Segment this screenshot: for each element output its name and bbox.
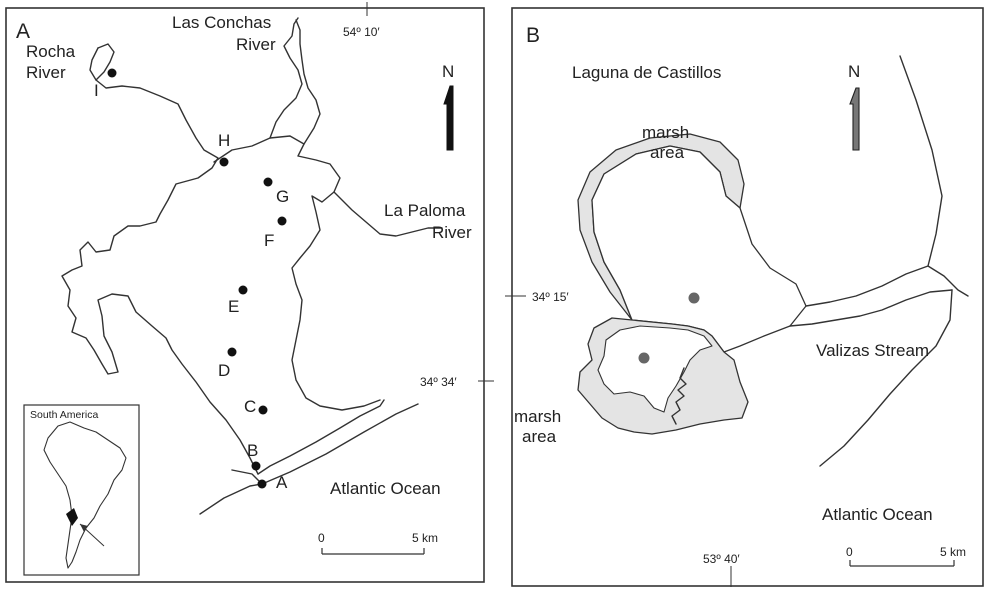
la-paloma-label-1: La Paloma — [384, 201, 466, 220]
north-label-a: N — [442, 62, 454, 81]
scale-bar-b: 0 5 km — [846, 545, 966, 567]
inner-lagoon-lower — [597, 325, 713, 413]
ocean-label-b: Atlantic Ocean — [822, 505, 933, 524]
marsh-lower-label-2: area — [522, 427, 557, 446]
la-paloma-river — [333, 191, 443, 237]
station-h-dot — [219, 157, 229, 167]
scale-a-end: 5 km — [412, 531, 438, 545]
lagoon-shoreline-east — [213, 135, 381, 411]
panel-b-map: B Laguna de Castillos 34º 15′ 53º 40′ ma… — [505, 7, 984, 587]
station-d-label: D — [218, 361, 230, 380]
site-dot-lower — [638, 352, 650, 364]
station-b-label: B — [247, 441, 258, 460]
panel-a-frame — [5, 7, 485, 583]
coord-label-left: 34º 15′ — [532, 290, 569, 304]
station-c-label: C — [244, 397, 256, 416]
rocha-river — [89, 47, 99, 81]
sampling-stations: A B C D E F G H I — [94, 68, 289, 492]
station-d-dot — [227, 347, 237, 357]
station-a-dot — [257, 479, 267, 489]
coord-label-right: 34º 34′ — [420, 375, 457, 389]
station-a-label: A — [276, 473, 288, 492]
inset-south-america: South America — [23, 404, 140, 576]
station-f-label: F — [264, 231, 274, 250]
panel-b-frame — [511, 7, 984, 587]
scale-a-start: 0 — [318, 531, 325, 545]
coord-label-top: 54º 10′ — [343, 25, 380, 39]
sand-barrier-outer — [231, 403, 419, 485]
ocean-label-a: Atlantic Ocean — [330, 479, 441, 498]
valizas-stream-south — [789, 289, 953, 327]
tidal-channel — [671, 367, 687, 425]
north-arrow-icon — [443, 85, 454, 151]
lagoon-label: Laguna de Castillos — [572, 63, 721, 82]
station-f-dot — [277, 216, 287, 226]
panel-a-map: A 54º 10′ 34º 34′ A B C D — [5, 2, 494, 583]
las-conchas-river — [269, 17, 303, 139]
scale-b-start: 0 — [846, 545, 853, 559]
las-conchas-label-1: Las Conchas — [172, 13, 271, 32]
scale-bar-a: 0 5 km — [318, 531, 438, 555]
inset-title: South America — [30, 409, 98, 421]
coastline-south — [819, 289, 953, 467]
station-b-dot — [251, 461, 261, 471]
station-h-label: H — [218, 131, 230, 150]
site-dot-upper — [688, 292, 700, 304]
inset-arrowhead-icon — [80, 524, 88, 532]
rocha-river-label-2: River — [26, 63, 66, 82]
station-g-label: G — [276, 187, 289, 206]
station-g-dot — [263, 177, 273, 187]
study-area-marker — [66, 508, 78, 526]
north-label-b: N — [848, 62, 860, 81]
coord-label-bottom: 53º 40′ — [703, 552, 740, 566]
marsh-lower-label-1: marsh — [514, 407, 561, 426]
station-e-label: E — [228, 297, 239, 316]
marsh-upper-label-1: marsh — [642, 123, 689, 142]
la-paloma-label-2: River — [432, 223, 472, 242]
station-i-label: I — [94, 81, 99, 100]
panel-b-label: B — [526, 24, 540, 47]
north-arrow-b-icon — [849, 87, 860, 151]
station-c-dot — [258, 405, 268, 415]
lagoon-shoreline-west — [61, 43, 259, 475]
station-e-dot — [238, 285, 248, 295]
las-conchas-river-bank — [295, 19, 321, 145]
station-i-dot — [107, 68, 117, 78]
valizas-stream-north — [805, 265, 929, 307]
valizas-stream-label: Valizas Stream — [816, 341, 929, 360]
sand-barrier-inner — [257, 399, 385, 475]
rocha-river-label-1: Rocha — [26, 42, 76, 61]
coastline-a — [199, 483, 263, 515]
marsh-upper-label-2: area — [650, 143, 685, 162]
scale-b-end: 5 km — [940, 545, 966, 559]
las-conchas-label-2: River — [236, 35, 276, 54]
coastline-north — [899, 55, 969, 297]
panel-a-label: A — [16, 20, 30, 43]
south-america-outline — [43, 421, 127, 569]
